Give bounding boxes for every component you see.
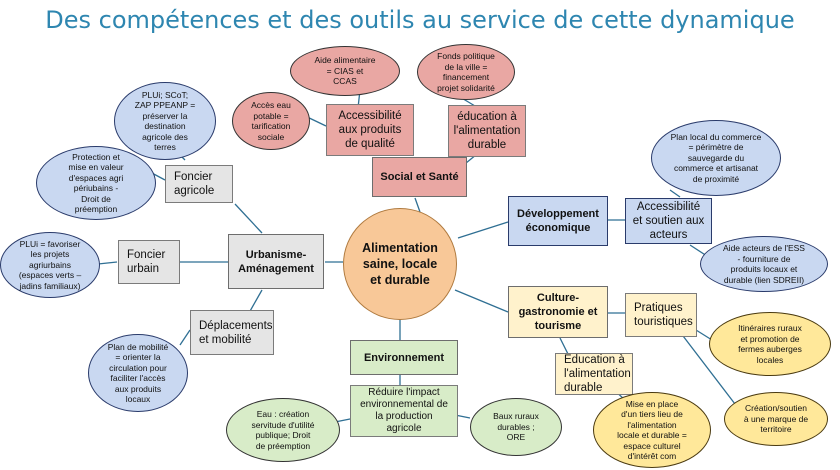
ellipse-itineraires-ruraux: Itinéraires ruraux et promotion de ferme… [709, 312, 831, 376]
page-title: Des compétences et des outils au service… [45, 6, 795, 34]
topic-foncier-agricole: Foncier agricole [165, 165, 233, 203]
hub-social-sante: Social et Santé [372, 157, 467, 197]
ellipse-aide-alimentaire: Aide alimentaire = CIAS et CCAS [290, 46, 400, 96]
topic-pratiques-touristiques: Pratiques touristiques [625, 293, 697, 337]
ellipse-eau-servitude: Eau : création servitude d'utilité publi… [226, 398, 340, 462]
ellipse-acces-eau: Accès eau potable = tarification sociale [232, 92, 310, 150]
ellipse-fonds-politique-ville: Fonds politique de la ville = financemen… [417, 44, 515, 100]
topic-accessibilite-produits: Accessibilité aux produits de qualité [326, 104, 414, 156]
ellipse-plui-projets-agriurbains: PLUi = favoriser les projets agriurbains… [0, 232, 100, 298]
ellipse-plui-scot: PLUi; SCoT; ZAP PPEANP = préserver la de… [114, 82, 216, 160]
topic-accessibilite-soutien-acteurs: Accessibilité et soutien aux acteurs [625, 198, 712, 244]
hub-environnement: Environnement [350, 340, 458, 375]
topic-deplacements-mobilite: Déplacements et mobilité [190, 310, 274, 355]
topic-education-alimentation: éducation à l'alimentation durable [448, 105, 526, 157]
ellipse-baux-ruraux: Baux ruraux durables ; ORE [470, 398, 562, 456]
ellipse-tiers-lieu: Mise en place d'un tiers lieu de l'alime… [593, 392, 711, 468]
hub-urbanisme-amenagement: Urbanisme- Aménagement [228, 234, 324, 289]
ellipse-protection-espaces: Protection et mise en valeur d'espaces a… [36, 146, 156, 220]
ellipse-aide-acteurs-ess: Aide acteurs de l'ESS - fourniture de pr… [700, 236, 828, 292]
topic-reduire-impact: Réduire l'impact environnemental de la p… [350, 385, 458, 437]
hub-developpement-economique: Développement économique [508, 196, 608, 246]
ellipse-plan-local-commerce: Plan local du commerce = périmètre de sa… [651, 120, 781, 196]
topic-education-alimentation-2: Education à l'alimentation durable [555, 353, 633, 395]
hub-culture-gastronomie-tourisme: Culture- gastronomie et tourisme [508, 286, 608, 338]
central-topic: Alimentation saine, locale et durable [343, 208, 457, 320]
ellipse-plan-mobilite: Plan de mobilité = orienter la circulati… [88, 334, 188, 412]
ellipse-creation-marque-territoire: Création/soutien à une marque de territo… [724, 392, 828, 446]
topic-foncier-urbain: Foncier urbain [118, 240, 180, 284]
